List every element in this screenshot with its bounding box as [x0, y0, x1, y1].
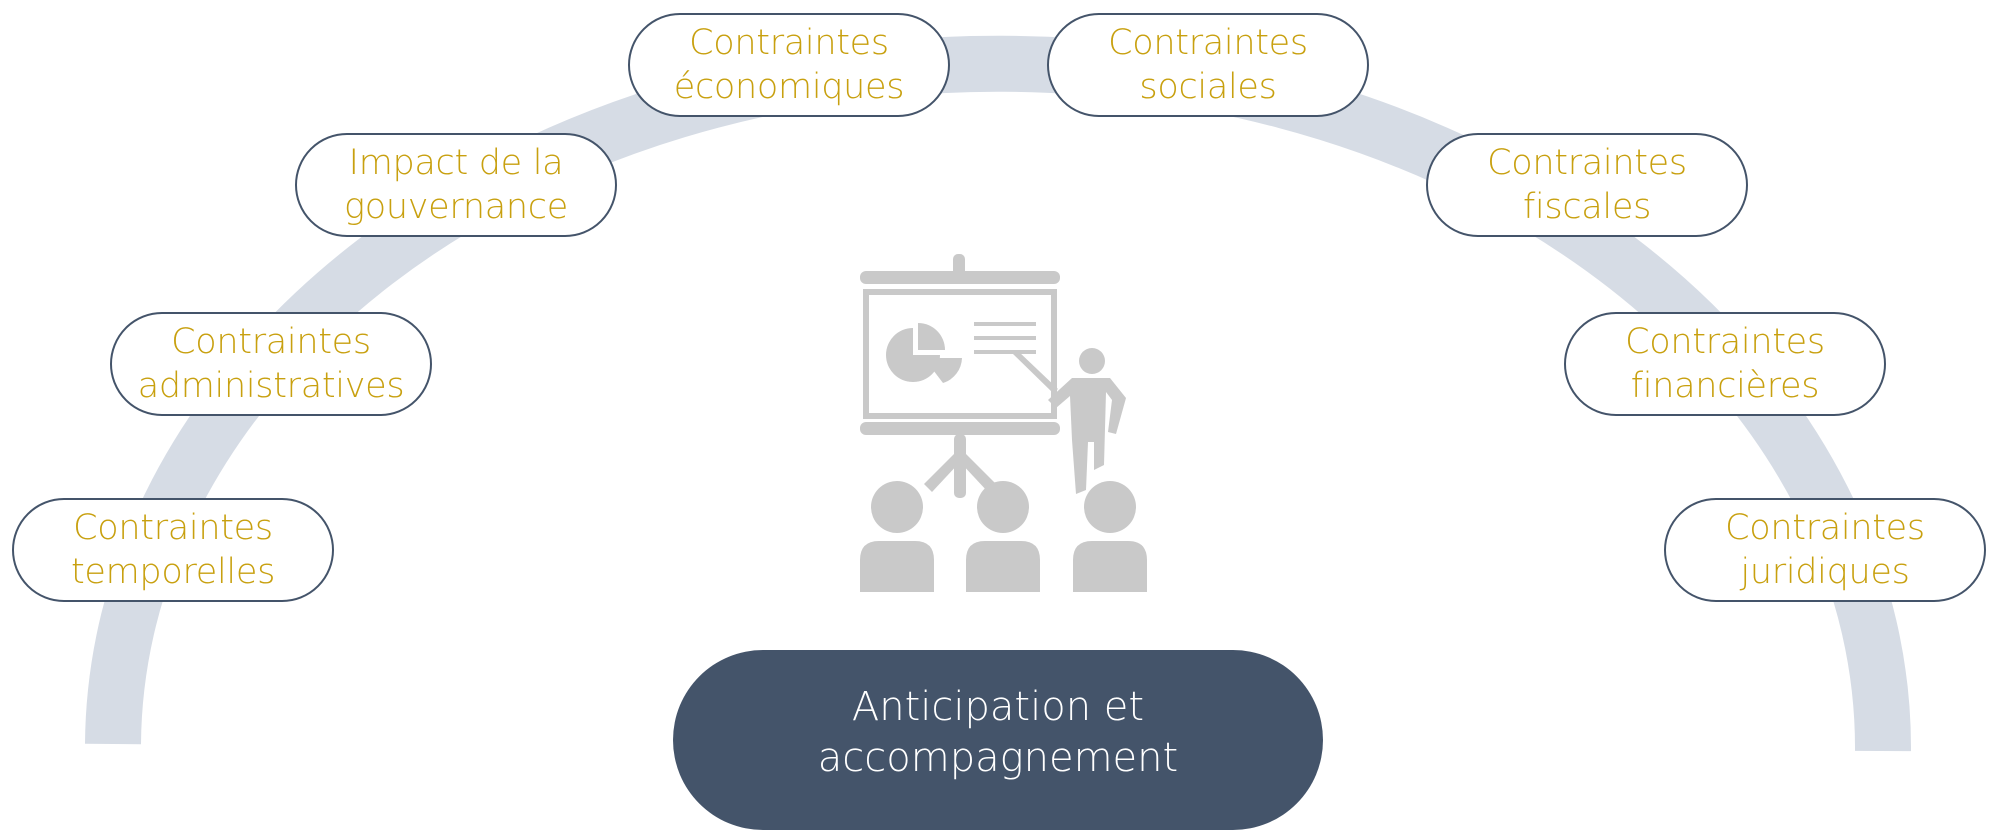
pill-contraintes-juridiques: Contraintes juridiques: [1664, 498, 1986, 602]
pill-contraintes-temporelles: Contraintes temporelles: [12, 498, 334, 602]
pill-impact-gouvernance: Impact de la gouvernance: [295, 133, 617, 237]
presentation-audience-icon: [860, 254, 1147, 592]
center-anticipation-pill: Anticipation et accompagnement: [673, 650, 1323, 830]
pill-contraintes-financieres: Contraintes financières: [1564, 312, 1886, 416]
pill-contraintes-sociales: Contraintes sociales: [1047, 13, 1369, 117]
pill-contraintes-administratives: Contraintes administratives: [110, 312, 432, 416]
pill-contraintes-economiques: Contraintes économiques: [628, 13, 950, 117]
pill-contraintes-fiscales: Contraintes fiscales: [1426, 133, 1748, 237]
